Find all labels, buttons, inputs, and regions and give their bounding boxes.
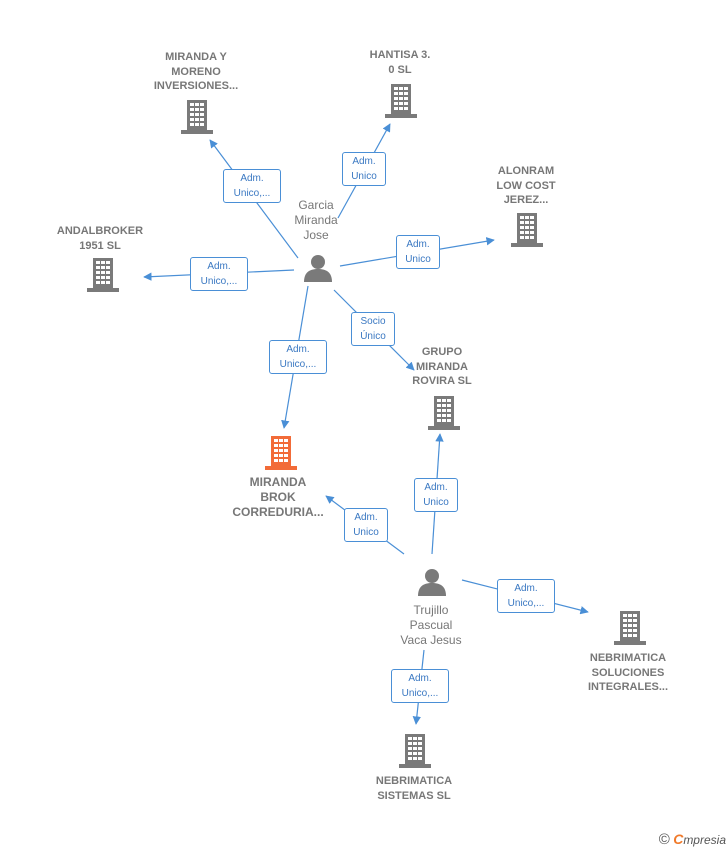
- company-label: BROK: [260, 490, 296, 504]
- edge-label-line: Adm.: [207, 261, 231, 272]
- company-label: MIRANDA: [416, 360, 468, 373]
- company-label: NEBRIMATICA: [589, 652, 667, 664]
- person-icon: [304, 255, 332, 282]
- person-label: Garcia: [298, 198, 334, 212]
- building-icon: [87, 258, 119, 292]
- person-label: Vaca Jesus: [400, 633, 462, 647]
- building-icon: [385, 84, 417, 118]
- edge-label[interactable]: Adm. Unico: [342, 152, 386, 186]
- edge-label[interactable]: Adm. Unico,...: [269, 340, 327, 374]
- company-label: ALONRAM: [497, 165, 555, 177]
- edge-label-line: Adm.: [286, 344, 310, 355]
- company-label: NEBRIMATICA: [375, 775, 453, 787]
- edge-label-line: Adm.: [354, 512, 378, 523]
- company-nebrimatica-sistemas[interactable]: NEBRIMATICA SISTEMAS SL: [364, 774, 464, 803]
- edge-label-line: Adm.: [424, 482, 448, 493]
- person-icon: [418, 569, 446, 596]
- company-miranda-brok[interactable]: MIRANDA BROK CORREDURIA...: [222, 475, 334, 520]
- edge-label-line: Socio: [360, 316, 386, 327]
- company-label: INTEGRALES...: [587, 681, 669, 693]
- company-alonram[interactable]: ALONRAM LOW COST JEREZ...: [476, 164, 576, 208]
- edge-label-line: Unico: [353, 527, 379, 538]
- company-label: SOLUCIONES: [591, 666, 665, 679]
- company-label: GRUPO: [421, 346, 463, 358]
- edge-label[interactable]: Adm. Unico,...: [223, 169, 281, 203]
- edge-label[interactable]: Adm. Unico: [344, 508, 388, 542]
- edge-label-line: Unico: [405, 254, 431, 265]
- edge-label-line: Adm.: [406, 239, 430, 250]
- company-label: LOW COST: [496, 179, 556, 192]
- person-label: Pascual: [409, 618, 453, 632]
- company-label: 1951 SL: [79, 239, 121, 252]
- edge-label[interactable]: Adm. Unico: [414, 478, 458, 512]
- building-icon: [399, 734, 431, 768]
- company-label: MIRANDA Y: [165, 51, 227, 63]
- building-icon-main: [265, 436, 297, 470]
- edge-label-line: Unico,...: [233, 188, 271, 199]
- edge-label[interactable]: Socio Único: [351, 312, 395, 346]
- company-label: 0 SL: [388, 63, 412, 76]
- edge-label-line: Unico,...: [200, 276, 238, 287]
- company-label: MIRANDA: [249, 475, 307, 489]
- edge-label-line: Único: [360, 331, 386, 342]
- edge-label[interactable]: Adm. Unico,...: [497, 579, 555, 613]
- edge-label-line: Unico,...: [279, 359, 317, 370]
- person-trujillo[interactable]: Trujillo Pascual Vaca Jesus: [386, 603, 476, 648]
- edge-label-line: Adm.: [514, 583, 538, 594]
- building-icon: [511, 213, 543, 247]
- building-icon: [428, 396, 460, 430]
- edge-label-line: Unico: [423, 497, 449, 508]
- person-label: Jose: [303, 228, 329, 242]
- company-hantisa[interactable]: HANTISA 3. 0 SL: [350, 48, 450, 77]
- company-label: MORENO: [171, 65, 221, 78]
- company-label: JEREZ...: [503, 194, 549, 206]
- edge-label-line: Unico: [351, 171, 377, 182]
- building-icon: [614, 611, 646, 645]
- building-icon: [181, 100, 213, 134]
- company-label: CORREDURIA...: [232, 505, 324, 519]
- company-label: SISTEMAS SL: [377, 789, 451, 802]
- edge-label[interactable]: Adm. Unico,...: [190, 257, 248, 291]
- company-miranda-moreno[interactable]: MIRANDA Y MORENO INVERSIONES...: [140, 50, 252, 94]
- company-nebrimatica-soluciones[interactable]: NEBRIMATICA SOLUCIONES INTEGRALES...: [578, 651, 678, 695]
- company-label: INVERSIONES...: [153, 80, 239, 92]
- company-label: ROVIRA SL: [412, 375, 472, 387]
- person-garcia[interactable]: Garcia Miranda Jose: [276, 198, 356, 243]
- edge-label-line: Unico,...: [401, 688, 439, 699]
- person-label: Miranda: [294, 213, 338, 227]
- edge-label-line: Adm.: [352, 156, 376, 167]
- edge-label[interactable]: Adm. Unico,...: [391, 669, 449, 703]
- company-label: HANTISA 3.: [369, 49, 431, 61]
- brand-name: mpresia: [683, 833, 726, 847]
- company-grupo-miranda[interactable]: GRUPO MIRANDA ROVIRA SL: [392, 345, 492, 389]
- company-andalbroker[interactable]: ANDALBROKER 1951 SL: [50, 224, 150, 253]
- brand-initial: C: [673, 831, 684, 847]
- edge-label-line: Adm.: [240, 173, 264, 184]
- company-label: ANDALBROKER: [56, 225, 144, 237]
- edge-label[interactable]: Adm. Unico: [396, 235, 440, 269]
- copyright-icon: ©: [658, 831, 670, 848]
- edge-label-line: Adm.: [408, 673, 432, 684]
- brand-footer: © Cmpresia: [659, 831, 726, 848]
- person-label: Trujillo: [413, 603, 449, 617]
- edge-label-line: Unico,...: [507, 598, 545, 609]
